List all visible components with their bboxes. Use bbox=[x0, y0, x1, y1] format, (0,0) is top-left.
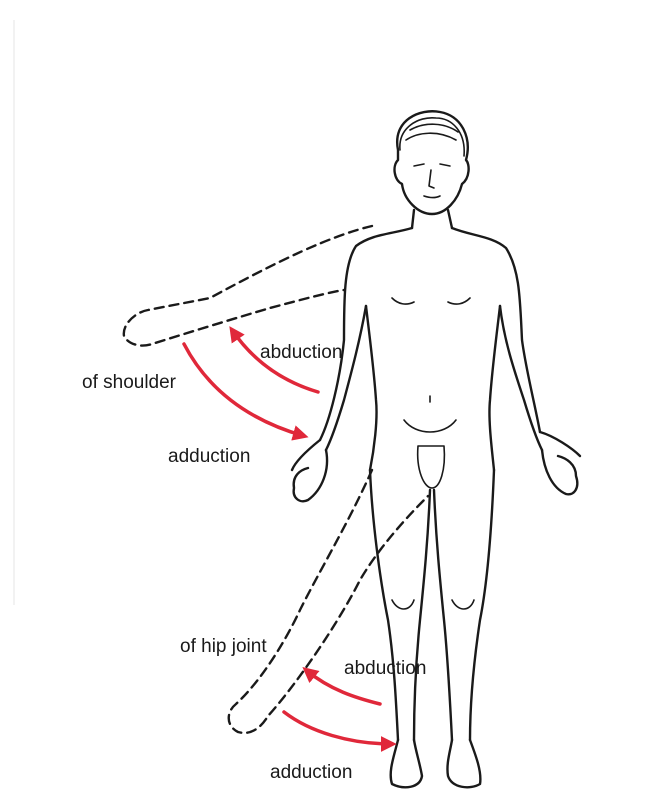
groin-detail bbox=[418, 446, 445, 488]
right-foot bbox=[447, 740, 480, 787]
hip-abduction-label: abduction bbox=[344, 658, 426, 679]
left-hand bbox=[292, 440, 327, 501]
abducted-arm-dashed bbox=[124, 226, 372, 346]
left-foot bbox=[391, 740, 422, 787]
chest-detail bbox=[392, 298, 470, 402]
hip-adduction-arrow bbox=[284, 712, 392, 744]
pelvis-line bbox=[404, 420, 456, 432]
human-figure bbox=[292, 111, 580, 787]
knees bbox=[392, 600, 474, 609]
of-shoulder-label: of shoulder bbox=[82, 372, 177, 393]
shoulder-abduction-label: abduction bbox=[260, 342, 342, 363]
head-outline bbox=[395, 111, 469, 214]
right-hand bbox=[540, 432, 580, 494]
neck bbox=[412, 210, 452, 228]
hair bbox=[400, 118, 464, 156]
of-hip-joint-label: of hip joint bbox=[180, 636, 267, 657]
abducted-leg-dashed bbox=[229, 470, 428, 733]
shoulder-adduction-label: adduction bbox=[168, 446, 250, 467]
hip-adduction-label: adduction bbox=[270, 762, 352, 783]
legs-outline bbox=[370, 470, 494, 740]
arm-inner-left bbox=[326, 306, 366, 450]
face bbox=[414, 164, 450, 198]
body-outline bbox=[320, 228, 540, 440]
